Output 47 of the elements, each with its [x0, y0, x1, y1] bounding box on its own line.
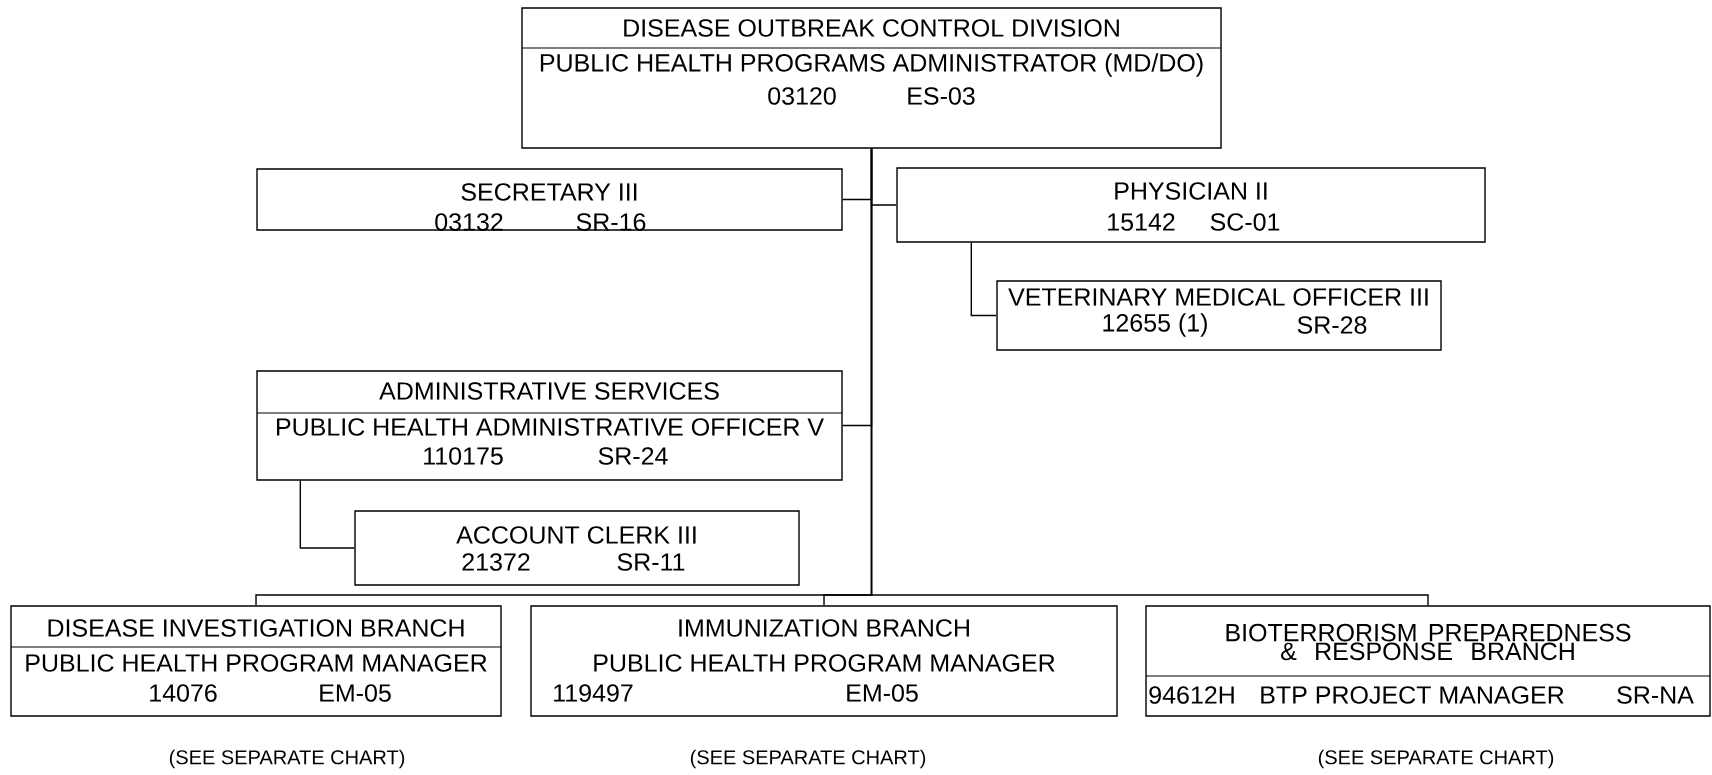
org-box	[256, 168, 843, 231]
box-text: SR-28	[1297, 316, 1367, 334]
box-text: 14076	[150, 684, 217, 702]
box-text: SECRETARY III	[461, 183, 637, 201]
box-text: 94612H	[1149, 686, 1234, 704]
box-text: 21372	[462, 553, 530, 571]
box-text: 119497	[554, 684, 633, 702]
org-box	[10, 605, 502, 717]
box-text: DISEASE INVESTIGATION BRANCH	[48, 619, 464, 637]
box-text: PUBLIC HEALTH PROGRAM MANAGER	[26, 654, 487, 672]
note-text: (SEE SEPARATE CHART)	[1318, 749, 1554, 769]
box-text: SR-24	[598, 447, 668, 465]
box-text: PHYSICIAN II	[1115, 182, 1267, 200]
box-text: BIOTERRORISM PREPAREDNESS & RESPONSE BRANCH	[1226, 623, 1631, 661]
box-text: EM-05	[847, 684, 918, 702]
org-box	[354, 510, 800, 586]
box-text: ES-03	[908, 87, 975, 105]
box-text: 12655 (1)	[1103, 313, 1207, 337]
box-text: VETERINARY MEDICAL OFFICER III	[1008, 288, 1428, 306]
box-text: 03132	[435, 213, 503, 231]
box-text: SR-16	[576, 213, 646, 231]
org-box	[521, 7, 1222, 149]
note-text: (SEE SEPARATE CHART)	[169, 749, 405, 769]
org-box	[896, 167, 1486, 243]
box-text: PUBLIC HEALTH PROGRAM MANAGER	[594, 654, 1055, 672]
box-text: 15142	[1108, 213, 1175, 231]
box-text: SC-01	[1210, 213, 1280, 231]
org-box	[530, 605, 1118, 717]
box-text: SR-NA	[1617, 686, 1694, 704]
org-box	[1145, 605, 1711, 717]
org-box	[256, 370, 843, 481]
box-text: EM-05	[320, 684, 391, 702]
connector-line	[970, 242, 997, 317]
box-text: DISEASE OUTBREAK CONTROL DIVISION	[624, 19, 1119, 37]
org-box	[996, 280, 1442, 351]
box-text: PUBLIC HEALTH PROGRAMS ADMINISTRATOR (MD/DO)	[540, 53, 1203, 77]
box-text: ADMINISTRATIVE SERVICES	[379, 382, 719, 400]
box-text: IMMUNIZATION BRANCH	[679, 619, 969, 637]
box-text: 110175	[424, 447, 503, 465]
box-text: PUBLIC HEALTH ADMINISTRATIVE OFFICER V	[277, 418, 824, 436]
connector-line	[870, 148, 1429, 606]
box-text: ACCOUNT CLERK III	[456, 526, 696, 544]
box-text: 03120	[768, 87, 836, 105]
box-text: BTP PROJECT MANAGER	[1261, 686, 1564, 704]
box-text: SR-11	[617, 553, 685, 571]
note-text: (SEE SEPARATE CHART)	[690, 749, 926, 769]
connector-line	[299, 480, 355, 549]
